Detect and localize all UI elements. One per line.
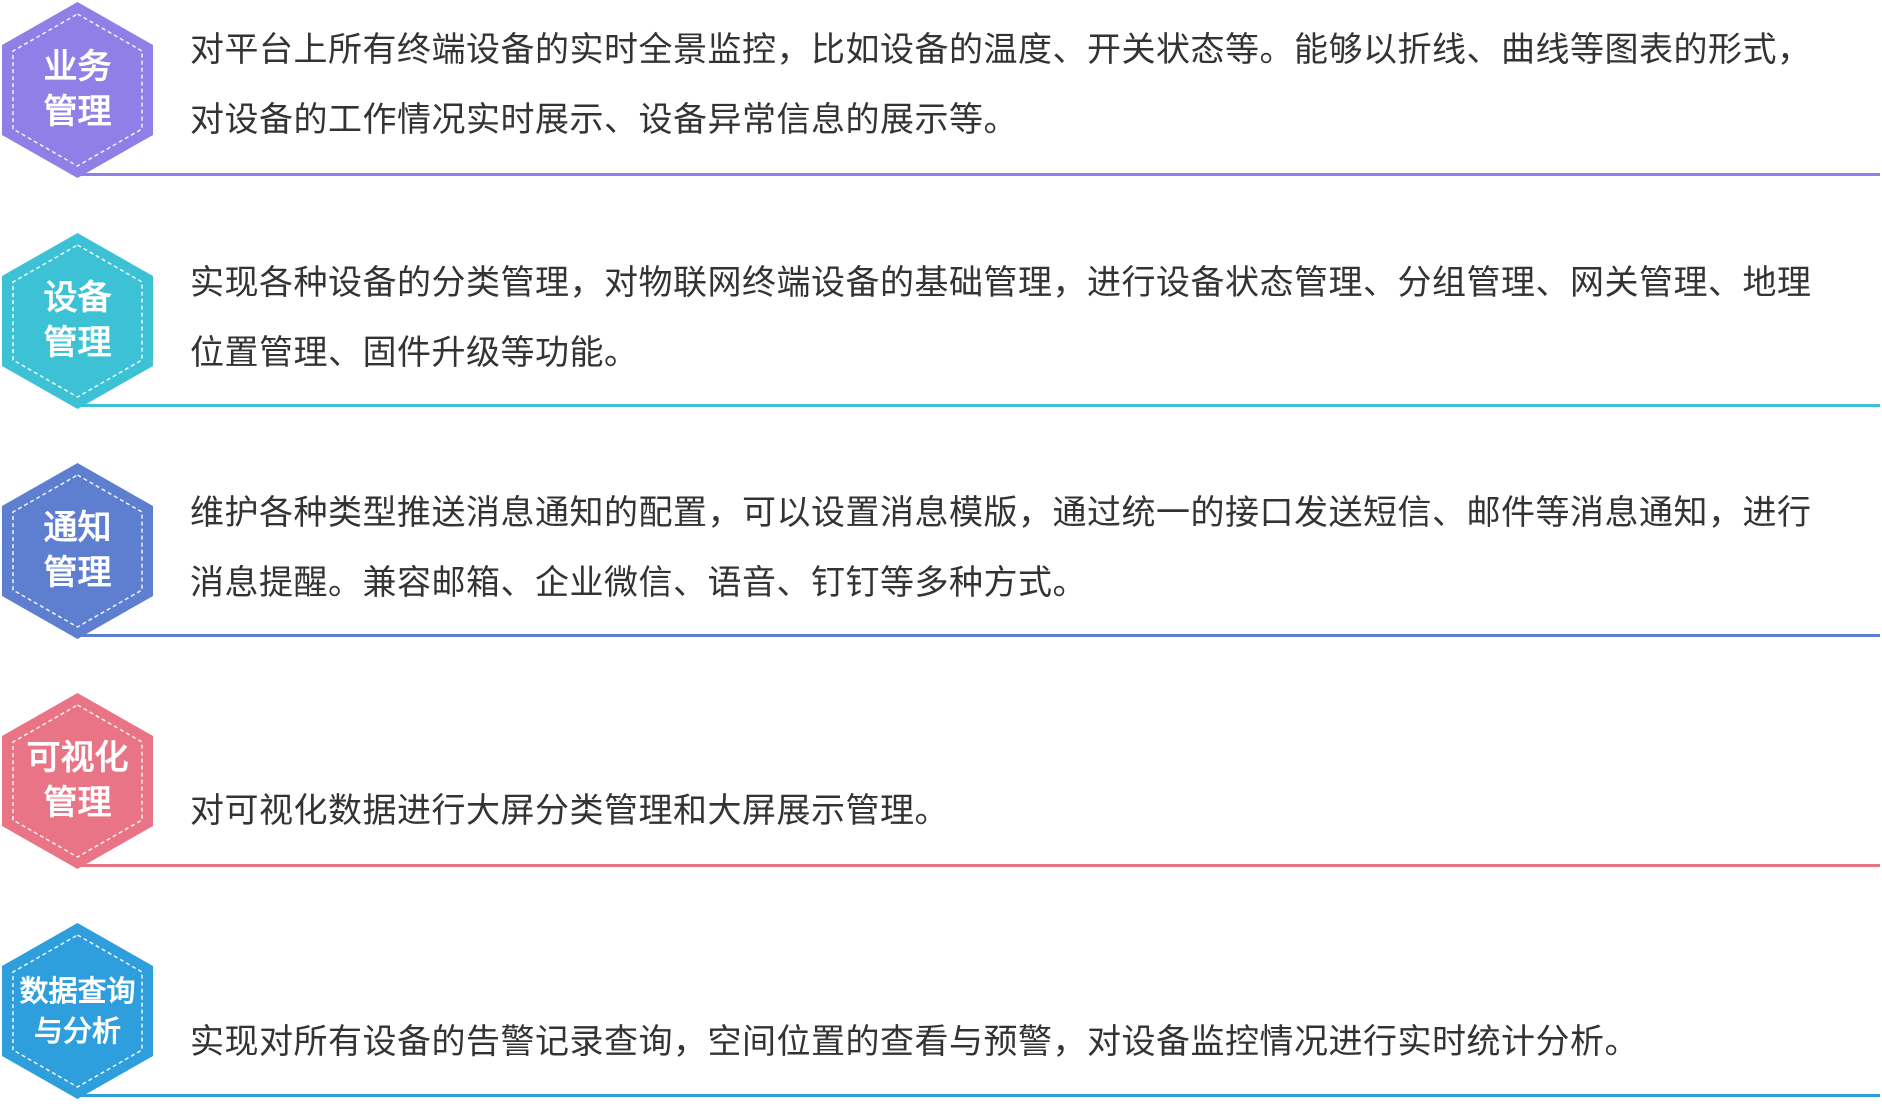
title-line-2: 与分析 <box>33 1014 121 1048</box>
title-line-1: 业务 <box>43 47 112 88</box>
hexagon-badge: 通知 管理 <box>0 461 155 641</box>
title-line-2: 管理 <box>43 783 112 823</box>
feature-row-notification: 通知 管理 维护各种类型推送消息通知的配置，可以设置消息模版，通过统一的接口发送… <box>0 461 1882 651</box>
feature-row-data-query: 数据查询 与分析 实现对所有设备的告警记录查询，空间位置的查看与预警，对设备监控… <box>0 921 1882 1111</box>
hexagon-title: 可视化 管理 <box>0 691 155 871</box>
hexagon-title: 数据查询 与分析 <box>0 921 155 1101</box>
divider-line <box>78 1094 1880 1097</box>
title-line-2: 管理 <box>43 92 112 132</box>
title-line-1: 通知 <box>43 508 112 549</box>
divider-line <box>78 173 1880 176</box>
hexagon-badge: 设备 管理 <box>0 231 155 411</box>
feature-row-visualization: 可视化 管理 对可视化数据进行大屏分类管理和大屏展示管理。 <box>0 691 1882 881</box>
hexagon-title: 设备 管理 <box>0 231 155 411</box>
hexagon-title: 通知 管理 <box>0 461 155 641</box>
divider-line <box>78 634 1880 637</box>
feature-description: 对可视化数据进行大屏分类管理和大屏展示管理。 <box>190 791 949 831</box>
feature-description: 对平台上所有终端设备的实时全景监控，比如设备的温度、开关状态等。能够以折线、曲线… <box>190 30 1812 140</box>
feature-description: 实现对所有设备的告警记录查询，空间位置的查看与预警，对设备监控情况进行实时统计分… <box>190 1022 1639 1062</box>
divider-line <box>78 404 1880 407</box>
hexagon-badge: 数据查询 与分析 <box>0 921 155 1101</box>
title-line-1: 可视化 <box>26 738 129 779</box>
feature-description: 实现各种设备的分类管理，对物联网终端设备的基础管理，进行设备状态管理、分组管理、… <box>190 263 1812 373</box>
hexagon-title: 业务 管理 <box>0 0 155 180</box>
hexagon-badge: 可视化 管理 <box>0 691 155 871</box>
hexagon-badge: 业务 管理 <box>0 0 155 180</box>
feature-description: 维护各种类型推送消息通知的配置，可以设置消息模版，通过统一的接口发送短信、邮件等… <box>190 493 1812 603</box>
title-line-2: 管理 <box>43 553 112 593</box>
title-line-1: 设备 <box>43 278 112 319</box>
title-line-1: 数据查询 <box>19 973 136 1008</box>
divider-line <box>78 864 1880 867</box>
feature-row-device: 设备 管理 实现各种设备的分类管理，对物联网终端设备的基础管理，进行设备状态管理… <box>0 231 1882 421</box>
feature-row-business: 业务 管理 对平台上所有终端设备的实时全景监控，比如设备的温度、开关状态等。能够… <box>0 0 1882 190</box>
title-line-2: 管理 <box>43 323 112 363</box>
